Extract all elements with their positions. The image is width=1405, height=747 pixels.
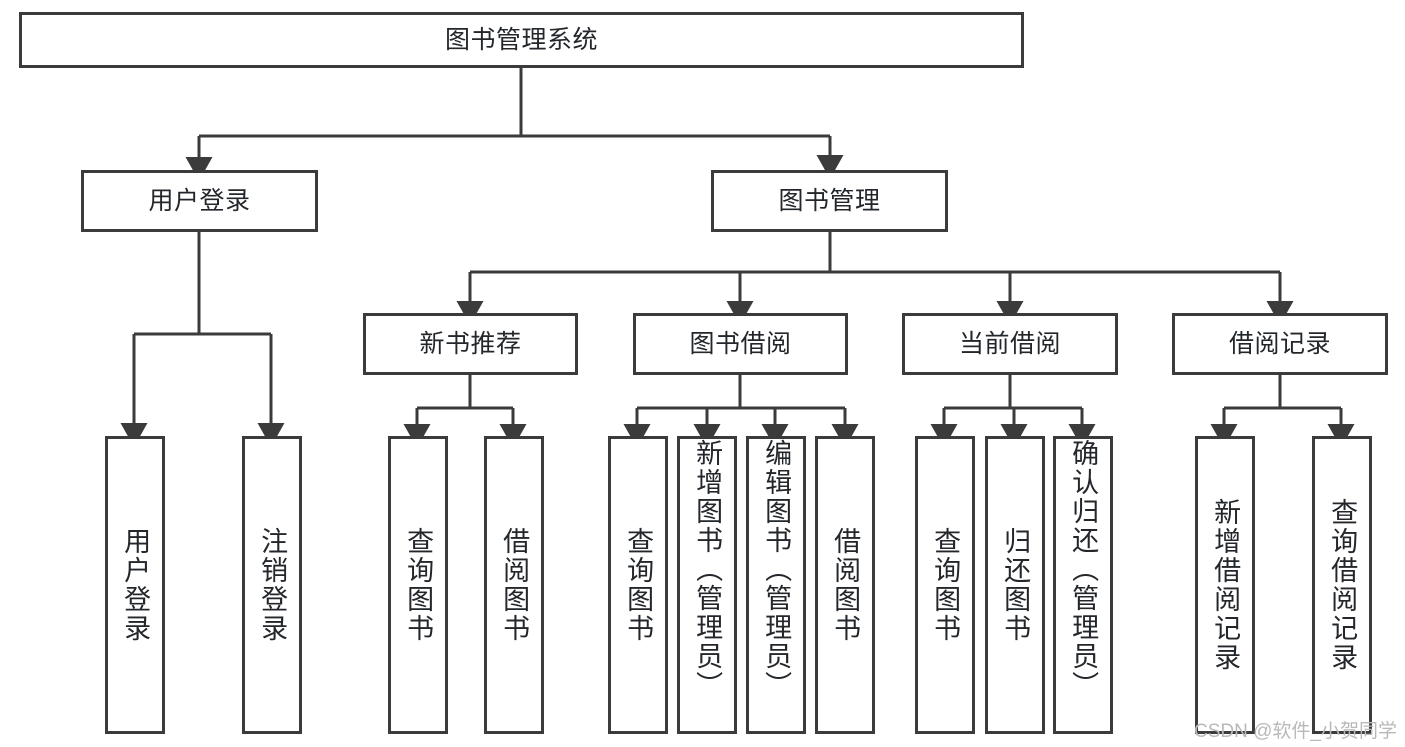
node-label: 图书借阅 <box>689 329 792 358</box>
leaf-new-book-2[interactable]: 借阅图书 <box>484 436 544 734</box>
leaf-book-borrow-2[interactable]: 新增图书（管理员） <box>677 436 737 734</box>
node-label: 确认归还（管理员） <box>1068 439 1099 700</box>
leaf-current-borrow-3[interactable]: 确认归还（管理员） <box>1053 436 1113 734</box>
node-label: 用户登录 <box>120 527 151 643</box>
leaf-current-borrow-1[interactable]: 查询图书 <box>915 436 975 734</box>
leaf-book-borrow-3[interactable]: 编辑图书（管理员） <box>746 436 806 734</box>
node-label: 借阅记录 <box>1228 329 1331 358</box>
node-label: 查询图书 <box>930 527 961 643</box>
leaf-user-login-1[interactable]: 用户登录 <box>105 436 165 734</box>
node-new-book-recommend[interactable]: 新书推荐 <box>363 313 578 375</box>
leaf-book-borrow-4[interactable]: 借阅图书 <box>815 436 875 734</box>
node-user-login[interactable]: 用户登录 <box>81 170 318 232</box>
node-label: 借阅图书 <box>830 527 861 643</box>
node-label: 用户登录 <box>148 186 251 215</box>
node-book-borrow[interactable]: 图书借阅 <box>633 313 848 375</box>
node-root-system[interactable]: 图书管理系统 <box>19 12 1024 68</box>
leaf-borrow-record-2[interactable]: 查询借阅记录 <box>1312 436 1372 734</box>
node-label: 新书推荐 <box>419 329 522 358</box>
node-label: 新增借阅记录 <box>1210 498 1241 672</box>
node-label: 查询图书 <box>623 527 654 643</box>
node-current-borrow[interactable]: 当前借阅 <box>902 313 1118 375</box>
node-label: 编辑图书（管理员） <box>761 439 792 700</box>
node-label: 图书管理系统 <box>444 25 598 54</box>
node-label: 借阅图书 <box>499 527 530 643</box>
leaf-new-book-1[interactable]: 查询图书 <box>388 436 448 734</box>
node-label: 当前借阅 <box>958 329 1061 358</box>
node-borrow-record[interactable]: 借阅记录 <box>1172 313 1388 375</box>
leaf-current-borrow-2[interactable]: 归还图书 <box>985 436 1045 734</box>
leaf-user-login-2[interactable]: 注销登录 <box>242 436 302 734</box>
node-label: 注销登录 <box>257 527 288 643</box>
leaf-book-borrow-1[interactable]: 查询图书 <box>608 436 668 734</box>
csdn-watermark: CSDN @软件_小贺同学 <box>1194 721 1397 742</box>
node-label: 新增图书（管理员） <box>692 439 723 700</box>
node-label: 查询图书 <box>403 527 434 643</box>
node-label: 图书管理 <box>778 186 881 215</box>
node-label: 查询借阅记录 <box>1327 498 1358 672</box>
node-label: 归还图书 <box>1000 527 1031 643</box>
node-book-management[interactable]: 图书管理 <box>711 170 948 232</box>
leaf-borrow-record-1[interactable]: 新增借阅记录 <box>1195 436 1255 734</box>
